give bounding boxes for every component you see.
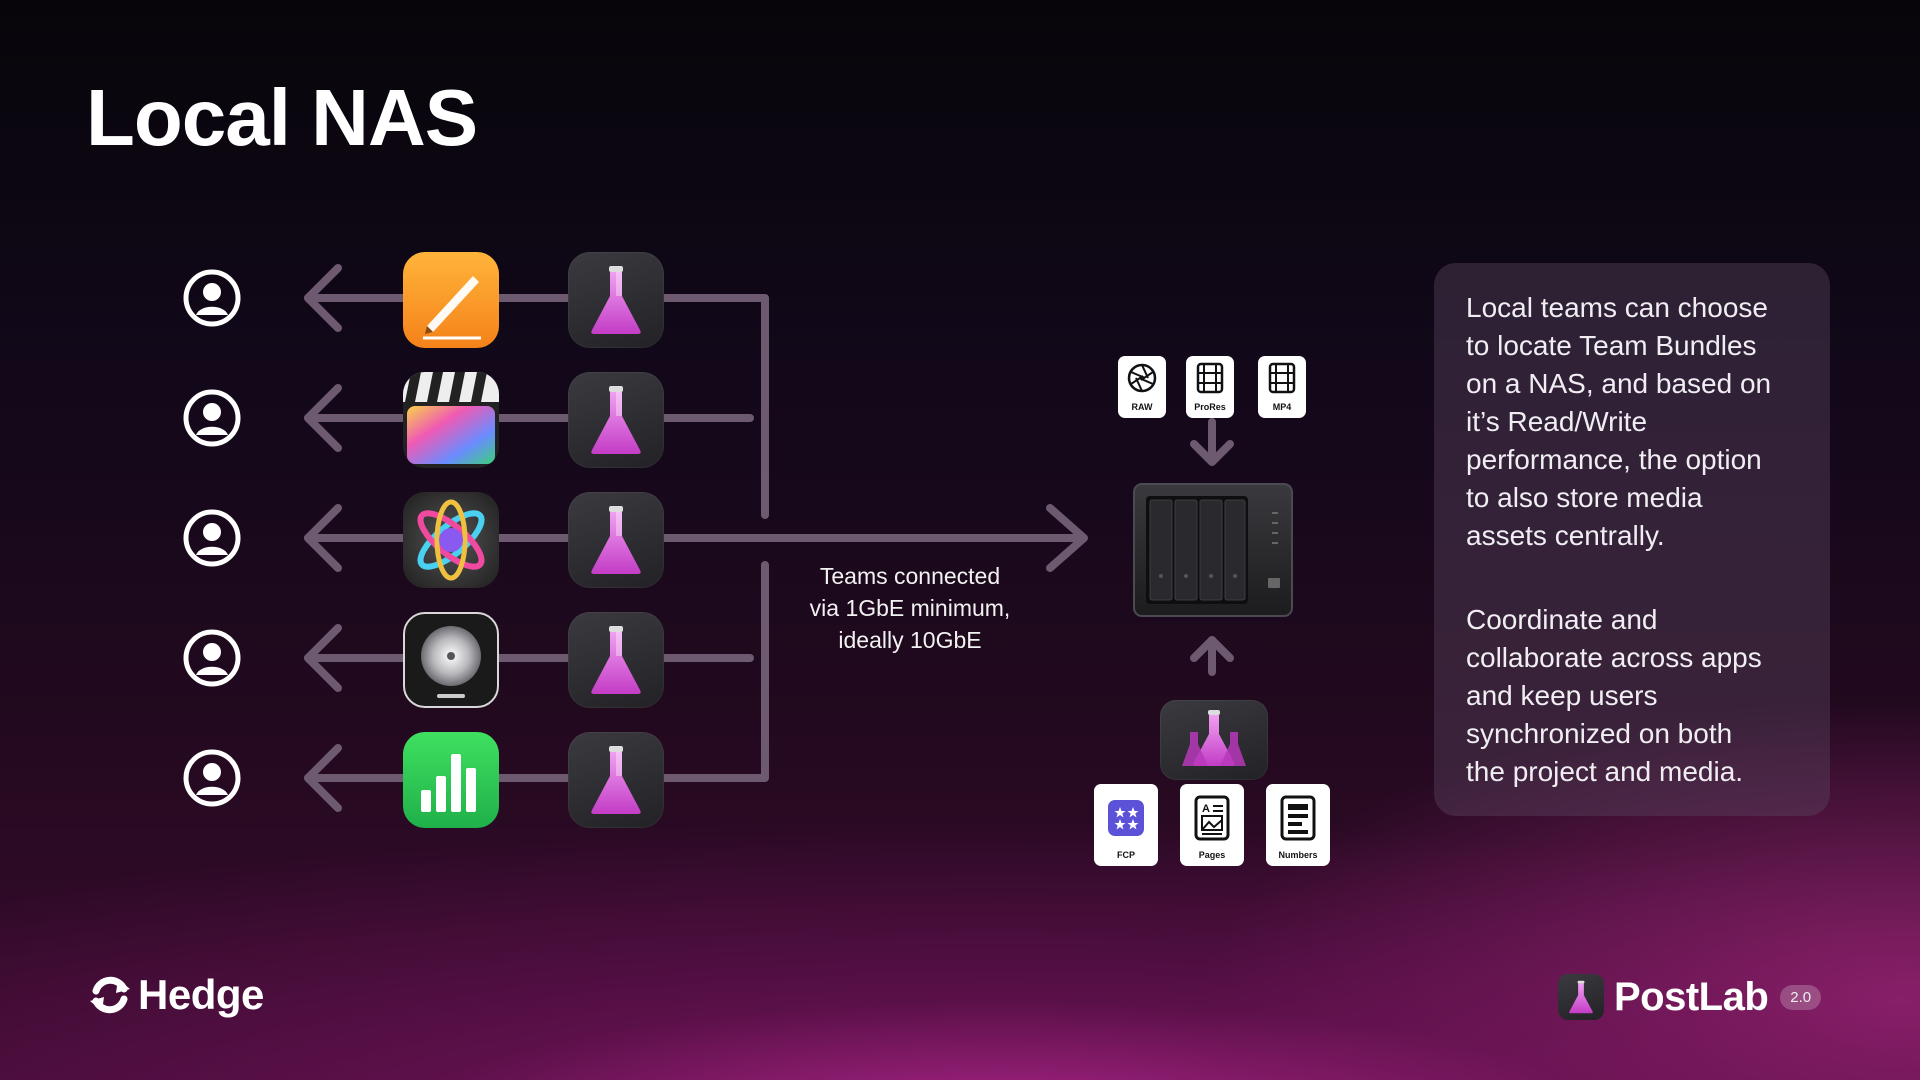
info-line: to also store media bbox=[1466, 482, 1703, 513]
hedge-logo: Hedge bbox=[88, 970, 264, 1020]
caption-line: Teams connected bbox=[819, 563, 1001, 589]
page-title: Local NAS bbox=[86, 73, 478, 162]
svg-text:A: A bbox=[1202, 803, 1210, 815]
project-file-label: Numbers bbox=[1278, 850, 1318, 860]
postlab-flask-icon bbox=[568, 492, 664, 588]
info-line: collaborate across apps bbox=[1466, 642, 1762, 673]
project-file-pages: A Pages bbox=[1180, 784, 1244, 866]
info-paragraph-1: Local teams can choose to locate Team Bu… bbox=[1466, 289, 1771, 555]
postlab-flask-icon bbox=[568, 612, 664, 708]
postlab-flask-icon bbox=[568, 732, 664, 828]
media-file-raw: RAW bbox=[1118, 356, 1166, 418]
film-icon bbox=[1196, 362, 1224, 394]
postlab-logo-icon bbox=[1558, 974, 1604, 1020]
info-line: and keep users bbox=[1466, 680, 1658, 711]
project-file-fcp: FCP bbox=[1094, 784, 1158, 866]
project-file-label: FCP bbox=[1117, 850, 1135, 860]
hedge-wordmark: Hedge bbox=[138, 971, 264, 1018]
nas-device-icon bbox=[1133, 483, 1293, 617]
numbers-app-icon bbox=[403, 732, 499, 828]
user-icon bbox=[183, 269, 241, 327]
postlab-wordmark: PostLab bbox=[1614, 974, 1769, 1019]
info-line: on a NAS, and based on bbox=[1466, 368, 1772, 399]
arrow-to-user-2 bbox=[304, 384, 409, 452]
arrow-to-user-5 bbox=[304, 744, 409, 812]
user-icon bbox=[183, 629, 241, 687]
caption-line: ideally 10GbE bbox=[838, 627, 982, 653]
info-line: to locate Team Bundles bbox=[1466, 330, 1757, 361]
info-paragraph-2: Coordinate and collaborate across apps a… bbox=[1466, 601, 1762, 791]
arrow-to-user-4 bbox=[304, 624, 409, 692]
user-icon bbox=[183, 509, 241, 567]
postlab-bundle-icon bbox=[1160, 700, 1268, 780]
motion-app-icon bbox=[403, 492, 499, 588]
project-file-label: Pages bbox=[1198, 850, 1226, 860]
film-icon bbox=[1268, 362, 1296, 394]
info-line: Local teams can choose bbox=[1466, 292, 1768, 323]
media-file-label: RAW bbox=[1131, 402, 1153, 412]
info-line: synchronized on both bbox=[1466, 718, 1733, 749]
connection-caption: Teams connected via 1GbE minimum, ideall… bbox=[790, 560, 1030, 656]
info-line: the project and media. bbox=[1466, 756, 1744, 787]
user-icon bbox=[183, 389, 241, 447]
aperture-icon bbox=[1127, 363, 1157, 393]
postlab-logo: PostLab 2.0 bbox=[1558, 972, 1822, 1022]
version-badge: 2.0 bbox=[1780, 984, 1822, 1010]
info-panel: Local teams can choose to locate Team Bu… bbox=[1434, 263, 1830, 816]
media-file-prores: ProRes bbox=[1186, 356, 1234, 418]
pages-document-icon: A bbox=[1194, 795, 1230, 841]
info-line: performance, the option bbox=[1466, 444, 1762, 475]
media-file-label: MP4 bbox=[1272, 402, 1292, 412]
postlab-flask-icon bbox=[568, 252, 664, 348]
info-line: it’s Read/Write bbox=[1466, 406, 1648, 437]
numbers-document-icon bbox=[1280, 795, 1316, 841]
pages-app-icon bbox=[403, 252, 499, 348]
project-file-numbers: Numbers bbox=[1266, 784, 1330, 866]
media-file-mp4: MP4 bbox=[1258, 356, 1306, 418]
arrow-to-user-3 bbox=[304, 504, 409, 572]
media-file-label: ProRes bbox=[1194, 402, 1226, 412]
caption-line: via 1GbE minimum, bbox=[809, 595, 1011, 621]
postlab-flask-icon bbox=[568, 372, 664, 468]
user-icon bbox=[183, 749, 241, 807]
hedge-sync-icon bbox=[90, 976, 130, 1014]
logic-pro-app-icon bbox=[403, 612, 499, 708]
fcp-project-icon bbox=[1108, 800, 1144, 836]
arrow-to-user-1 bbox=[304, 264, 409, 332]
info-line: Coordinate and bbox=[1466, 604, 1658, 635]
info-line: assets centrally. bbox=[1466, 520, 1665, 551]
final-cut-pro-app-icon bbox=[403, 372, 499, 468]
